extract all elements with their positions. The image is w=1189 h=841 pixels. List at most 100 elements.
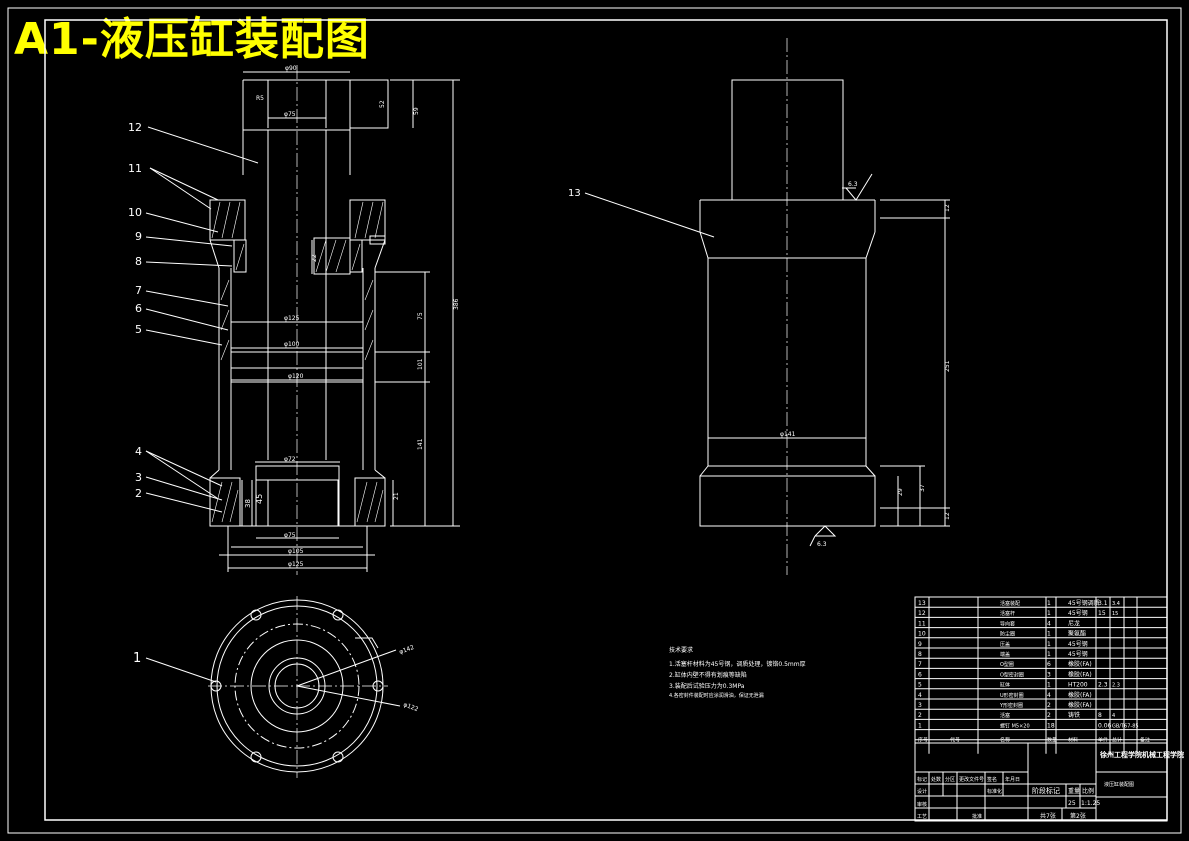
bom-row-no: 6	[918, 671, 922, 678]
bom-row-qty: 4	[1047, 692, 1051, 699]
bom-row-name: 导向套	[1000, 620, 1015, 627]
drawing-name: 液压缸装配图	[1104, 781, 1134, 788]
bom-row-material: 45号钢	[1068, 609, 1088, 617]
bom-row-total-weight: 3.4	[1112, 601, 1120, 607]
part-callouts: 12 11 10 9 8 7 6 5 4 3 2 1 13	[128, 121, 581, 666]
dim-phi75-top: φ75	[284, 111, 296, 118]
bom-row-material: 铸铁	[1068, 711, 1080, 719]
dim-59: 59	[413, 107, 420, 115]
bom-row-no: 12	[918, 610, 926, 617]
bom-row-name: 螺钉 M5×20	[1000, 722, 1030, 729]
tb-designer: 设计	[917, 788, 927, 795]
callout-12: 12	[128, 121, 142, 134]
bom-row-total-weight: 15	[1112, 611, 1118, 617]
sheet-number: 第2张	[1070, 812, 1086, 820]
bom-row-material: 45号钢	[1068, 650, 1088, 658]
bom-row-name: 缸体	[1000, 682, 1010, 689]
bom-row-qty: 1	[1047, 600, 1051, 607]
sheet-count: 共7张	[1040, 812, 1056, 820]
scale-label: 比例	[1082, 787, 1094, 795]
bom-header-cell: 代号	[950, 737, 960, 744]
dim-phi72: φ72	[284, 456, 296, 463]
dim-phi122: φ122	[402, 701, 419, 713]
dim-phi125: φ125	[284, 315, 300, 322]
bom-row-no: 4	[918, 692, 922, 699]
piston-rod-part-view: 6.3 6.3 φ141 251 29 37 12 12	[699, 38, 951, 575]
callout-7: 7	[135, 284, 142, 297]
bom-row-no: 9	[918, 641, 922, 648]
bom-row-qty: 1	[1047, 610, 1051, 617]
callout-5: 5	[135, 323, 142, 336]
flange-top-view: φ142 φ122	[208, 596, 419, 778]
bom-row-qty: 6	[1047, 661, 1051, 668]
bom-header-cell: 单件	[1098, 737, 1108, 744]
bom-header-cell: 数量	[1047, 737, 1057, 744]
dim-12-top: 12	[944, 204, 951, 212]
bom-header-cell: 总计	[1112, 737, 1122, 744]
tech-note-4: 4.各密封件装配时应涂润滑油，保证无泄漏	[669, 692, 764, 699]
roughness-top: 6.3	[848, 181, 858, 188]
weight-label: 重量	[1068, 787, 1080, 795]
bom-row-qty: 1	[1047, 651, 1051, 658]
bom-row-no: 1	[918, 722, 922, 729]
callout-4: 4	[135, 445, 142, 458]
dim-phi75-bot: φ75	[284, 532, 296, 539]
bom-row-unit-weight: 8	[1098, 712, 1102, 719]
bom-row-name: Y形密封圈	[999, 702, 1023, 709]
dim-75: 75	[417, 312, 424, 320]
dim-r5-top: R5	[256, 95, 264, 102]
tb-approve: 批准	[972, 813, 982, 820]
bom-row-qty: 2	[1047, 712, 1051, 719]
dim-phi100: φ100	[284, 341, 300, 348]
dim-386: 386	[453, 298, 460, 310]
bom-row-qty: 1	[1047, 682, 1051, 689]
cylinder-section-view	[145, 65, 715, 683]
bom-row-name: 防尘圈	[1000, 631, 1015, 638]
dim-251: 251	[944, 360, 951, 372]
bom-row-total-weight: 4	[1112, 713, 1115, 719]
bom-row-no: 2	[918, 712, 922, 719]
dim-phi120: φ120	[288, 373, 304, 380]
bom-row-name: 压盖	[1000, 641, 1010, 648]
inner-frame	[44, 19, 1168, 821]
callout-2: 2	[135, 487, 142, 500]
bom-row-qty: 1	[1047, 641, 1051, 648]
bom-row-material: 橡胶(FA)	[1068, 660, 1092, 668]
bom-row-unit-weight: 3.1	[1098, 600, 1108, 607]
bom-row-qty: 4	[1047, 620, 1051, 627]
drawing-title: A1-液压缸装配图	[14, 14, 370, 65]
tb-checker: 审核	[917, 801, 927, 808]
outer-frame	[7, 7, 1182, 834]
bom-row-material: 橡胶(FA)	[1068, 701, 1092, 709]
bom-row-qty: 1	[1047, 631, 1051, 638]
dim-22: 22	[311, 254, 318, 262]
callout-3: 3	[135, 471, 142, 484]
bom-row-name: O型密封圈	[1000, 671, 1024, 678]
bom-row-name: 活塞装配	[1000, 600, 1020, 607]
bom-row-no: 13	[918, 600, 926, 607]
bom-row-material: HT200	[1068, 682, 1088, 689]
callout-9: 9	[135, 230, 142, 243]
bom-row-material: 45号钢调质	[1068, 599, 1100, 607]
bom-header-cell: 备注	[1140, 737, 1150, 744]
callout-10: 10	[128, 206, 142, 219]
scale-value: 1:1.25	[1081, 800, 1100, 807]
callout-11: 11	[128, 162, 142, 175]
dim-52: 52	[379, 100, 386, 108]
tech-notes-heading: 技术要求	[669, 646, 693, 654]
bom-row-total-weight: GB/T67-85	[1112, 723, 1139, 729]
bom-row-material: 橡胶(FA)	[1068, 691, 1092, 699]
tb-zone: 分区	[945, 776, 955, 783]
stage-label: 阶段标记	[1032, 786, 1060, 795]
callout-8: 8	[135, 255, 142, 268]
bom-row-material: 聚氨酯	[1068, 630, 1086, 638]
title-block: 徐州工程学院机械工程学院 液压缸装配图 阶段标记 重量 比例 25 1:1.25…	[915, 742, 1184, 821]
roughness-bottom: 6.3	[817, 541, 827, 548]
bom-row-name: O型圈	[1000, 661, 1014, 668]
dim-12-bot: 12	[944, 512, 951, 520]
callout-13: 13	[568, 188, 581, 199]
tech-note-1: 1.活塞杆材料为45号钢，调质处理，镀铬0.5mm厚	[669, 660, 806, 668]
bom-row-unit-weight: 2.3	[1098, 682, 1108, 689]
